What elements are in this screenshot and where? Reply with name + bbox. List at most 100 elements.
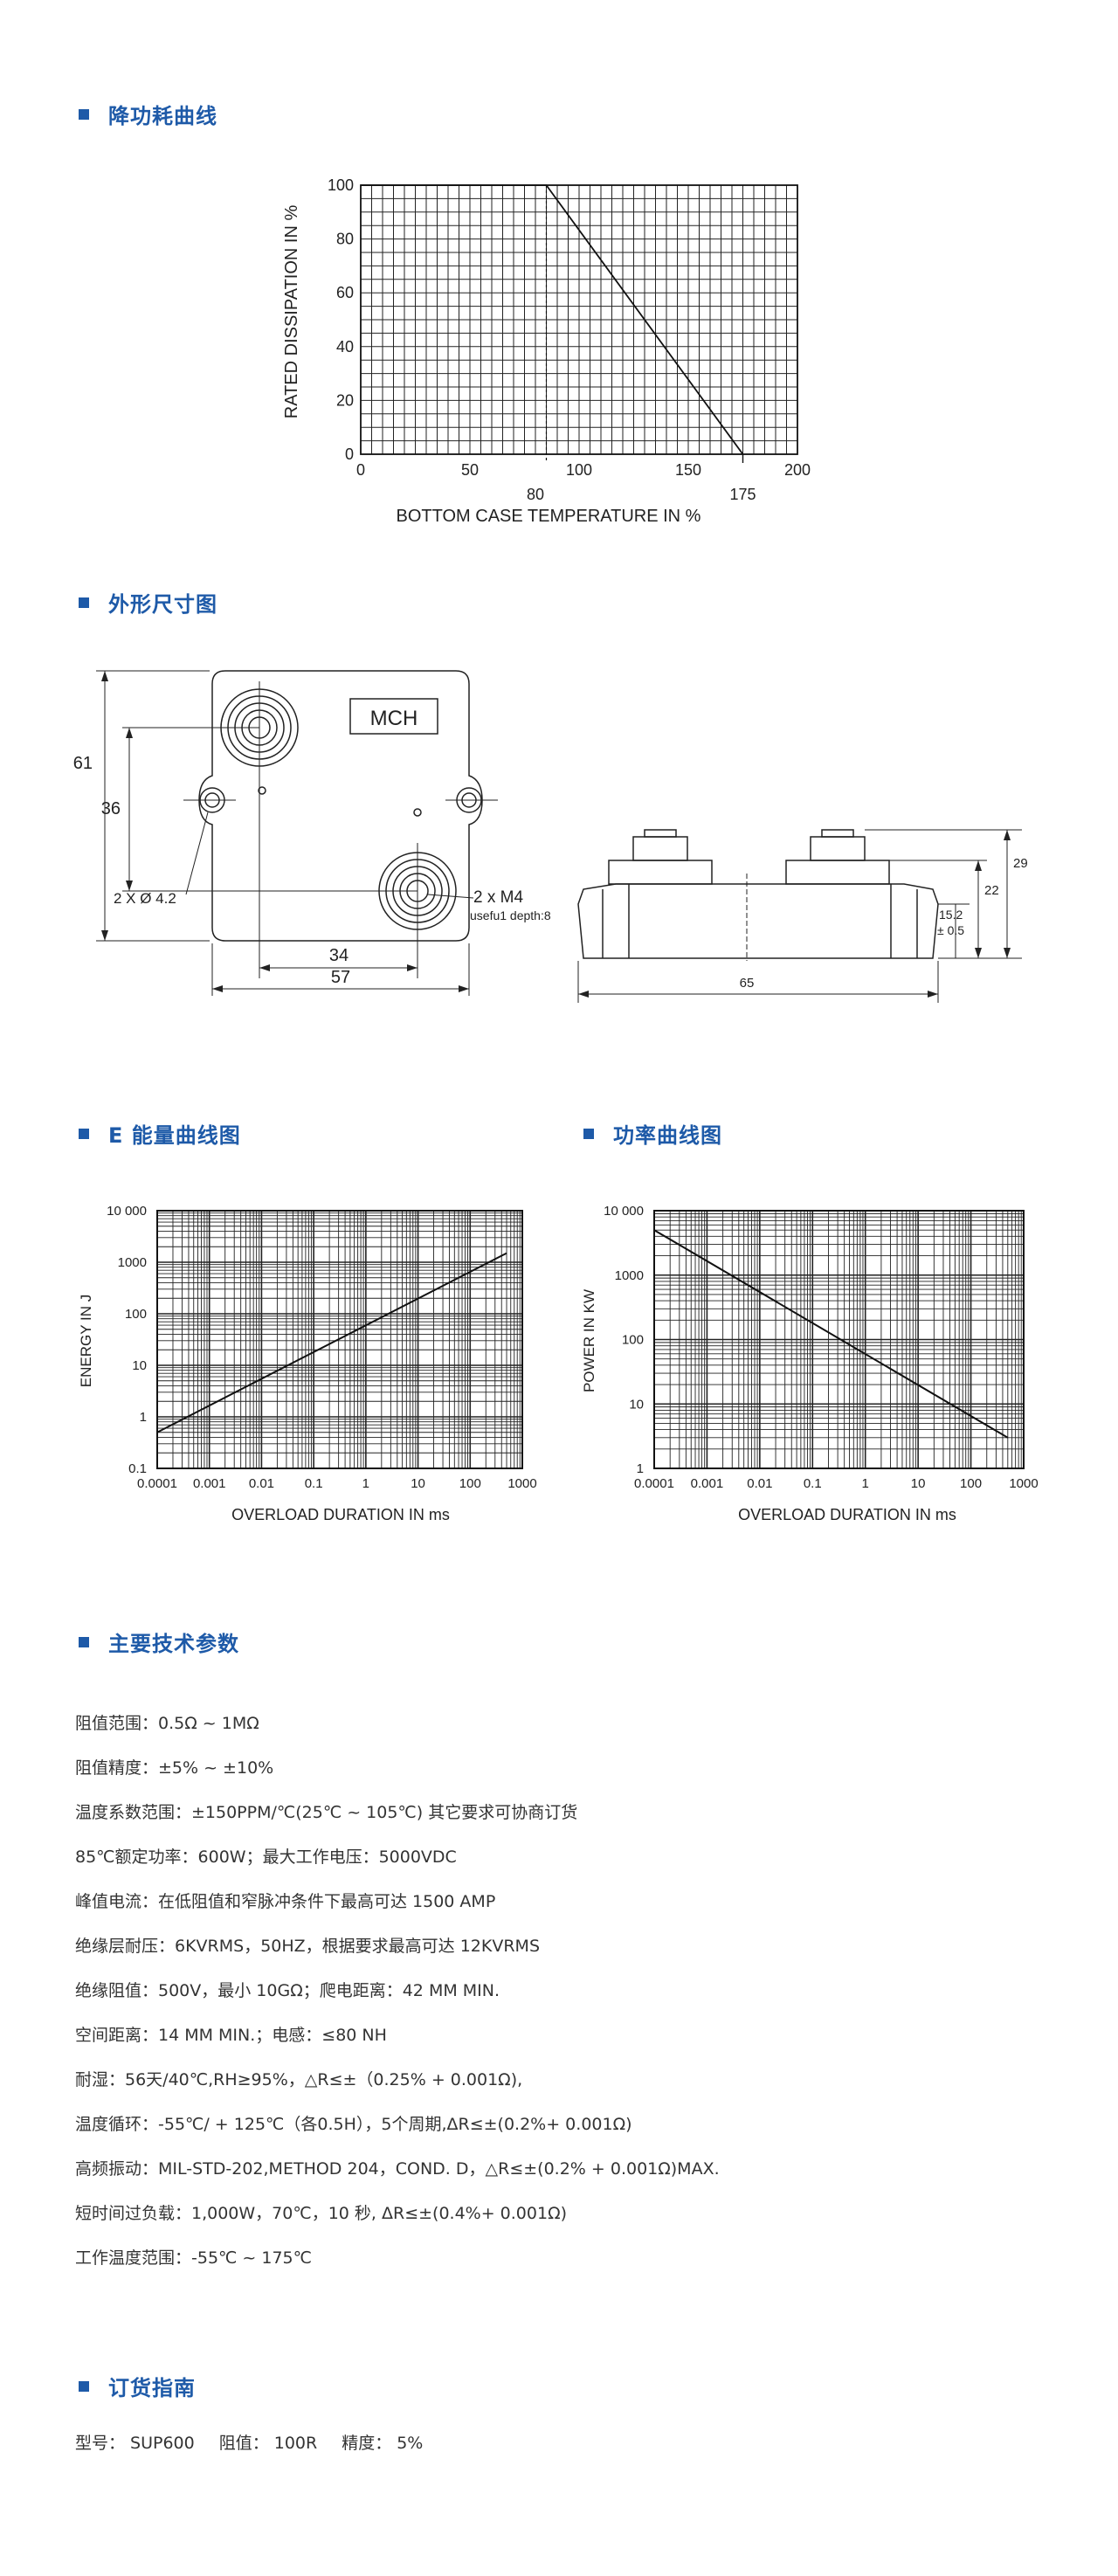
thread-label: 2 x M4	[473, 888, 523, 907]
pw-x-tick: 0.001	[691, 1476, 724, 1491]
side-dim-15-2: 15.2	[939, 908, 963, 922]
energy-series-line	[156, 1252, 507, 1433]
section-bullet-icon	[79, 1128, 89, 1139]
order-model-label: 型号：	[75, 2434, 126, 2453]
en-x-tick: 0.01	[249, 1476, 274, 1491]
section-derating: 降功耗曲线	[79, 99, 217, 129]
en-y-tick: 10 000	[107, 1204, 147, 1219]
section-bullet-icon	[79, 2380, 89, 2392]
section-title-derating: 降功耗曲线	[108, 104, 217, 128]
pw-y-tick: 10 000	[604, 1204, 644, 1219]
en-y-tick: 0.1	[128, 1461, 147, 1476]
en-y-tick: 10	[132, 1358, 147, 1373]
pw-x-tick: 10	[911, 1476, 926, 1491]
pw-x-tick: 100	[960, 1476, 982, 1491]
pw-x-tick: 1	[862, 1476, 869, 1491]
section-energy: E 能量曲线图	[79, 1118, 241, 1149]
en-x-tick: 10	[411, 1476, 425, 1491]
derating-y-tick: 60	[336, 284, 354, 301]
derating-y-tick: 40	[336, 338, 354, 356]
energy-grid	[156, 1210, 523, 1469]
spec-item: 高频振动：MIL-STD-202,METHOD 204，COND. D，△R≤±…	[75, 2159, 720, 2179]
order-acc: 5%	[397, 2434, 424, 2453]
depth-label: usefu1 depth:8	[470, 908, 551, 922]
pw-y-tick: 1	[637, 1461, 644, 1476]
spec-item: 短时间过负载：1,000W，70℃，10 秒, ΔR≤±(0.4%+ 0.001…	[75, 2204, 567, 2223]
side-dim-29: 29	[1013, 856, 1028, 871]
label-mch: MCH	[370, 707, 418, 730]
power-series-line	[653, 1229, 1009, 1439]
power-x-ticks: 0.0001 0.001 0.01 0.1 1 10 100 1000	[634, 1476, 1039, 1491]
pw-y-tick: 10	[629, 1397, 644, 1412]
pw-frame	[653, 1210, 1025, 1469]
section-bullet-icon	[583, 1128, 594, 1139]
derating-grid	[360, 184, 798, 455]
section-title-ordering: 订货指南	[108, 2376, 196, 2400]
section-specs: 主要技术参数	[79, 1626, 239, 1657]
spec-item: 阻值范围：0.5Ω ~ 1MΩ	[75, 1714, 259, 1733]
side-dim-tolerance: ± 0.5	[937, 923, 964, 937]
section-title-specs: 主要技术参数	[108, 1632, 239, 1656]
en-y-tick: 1000	[118, 1255, 147, 1270]
derating-x-tick: 150	[675, 461, 701, 479]
en-x-tick: 1	[362, 1476, 369, 1491]
dim-34: 34	[329, 946, 349, 965]
pw-x-tick: 0.0001	[634, 1476, 674, 1491]
section-title-dimensions: 外形尺寸图	[108, 592, 217, 617]
derating-x-tick-80: 80	[527, 486, 544, 503]
spec-item: 峰值电流：在低阻值和窄脉冲条件下最高可达 1500 AMP	[75, 1892, 496, 1911]
power-y-ticks: 1 10 100 1000 10 000	[604, 1204, 644, 1476]
order-res: 100R	[273, 2434, 318, 2453]
section-bullet-icon	[79, 1636, 89, 1647]
energy-x-label: OVERLOAD DURATION IN ms	[231, 1506, 450, 1523]
section-ordering: 订货指南	[79, 2371, 196, 2401]
side-view	[577, 829, 939, 959]
section-dimensions: 外形尺寸图	[79, 587, 217, 618]
order-model: SUP600	[130, 2434, 195, 2453]
pw-x-tick: 1000	[1009, 1476, 1038, 1491]
spec-item: 耐湿：56天/40℃,RH≥95%，△R≤±（0.25% + 0.001Ω),	[75, 2070, 523, 2089]
section-title-energy: E 能量曲线图	[108, 1123, 241, 1148]
top-view-outline	[198, 670, 483, 942]
side-dim-65: 65	[740, 976, 755, 991]
holes-label: 2 X Ø 4.2	[114, 890, 176, 907]
section-bullet-icon	[79, 108, 89, 120]
derating-x-label: BOTTOM CASE TEMPERATURE IN %	[397, 507, 701, 526]
pw-y-tick: 1000	[615, 1268, 644, 1283]
pw-x-tick: 0.1	[804, 1476, 822, 1491]
order-res-label: 阻值：	[218, 2434, 269, 2453]
derating-x-tick: 0	[356, 461, 365, 479]
dim-61: 61	[73, 754, 93, 773]
dim-57: 57	[331, 968, 350, 987]
en-x-tick: 0.0001	[137, 1476, 177, 1491]
derating-y-tick: 20	[336, 391, 354, 409]
spec-item: 温度系数范围：±150PPM/℃(25℃ ~ 105℃) 其它要求可协商订货	[75, 1803, 578, 1822]
pw-x-tick: 0.01	[747, 1476, 772, 1491]
spec-item: 绝缘阻值：500V，最小 10GΩ；爬电距离：42 MM MIN.	[75, 1981, 500, 2000]
en-x-tick: 0.001	[193, 1476, 226, 1491]
en-frame	[156, 1210, 523, 1469]
en-y-tick: 1	[140, 1410, 147, 1425]
side-dim-22: 22	[984, 883, 999, 898]
pw-y-tick: 100	[622, 1333, 644, 1348]
power-grid	[653, 1210, 1025, 1469]
section-power: 功率曲线图	[583, 1118, 722, 1149]
power-y-label: POWER IN KW	[581, 1289, 597, 1392]
dimension-drawing: MCH 61 36 34 57 2 X Ø 4.2 2 x M4 usefu1 …	[73, 670, 1028, 1003]
derating-y-tick: 0	[345, 445, 354, 463]
spec-item: 温度循环：-55℃/ + 125℃（各0.5H），5个周期,ΔR≤±(0.2%+…	[75, 2115, 632, 2134]
section-title-power: 功率曲线图	[613, 1123, 722, 1148]
spec-item: 阻值精度：±5% ~ ±10%	[75, 1758, 274, 1778]
section-bullet-icon	[79, 597, 89, 608]
derating-x-tick-175: 175	[729, 486, 756, 503]
energy-y-label: ENERGY IN J	[78, 1295, 94, 1387]
en-y-tick: 100	[125, 1307, 147, 1322]
en-x-tick: 100	[459, 1476, 481, 1491]
